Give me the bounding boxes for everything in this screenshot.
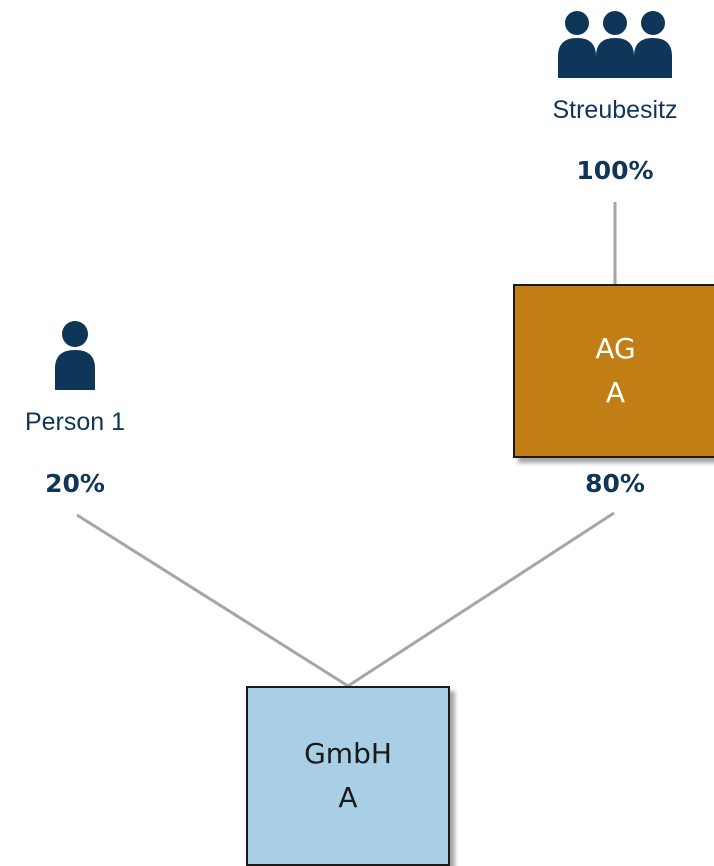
person-icon <box>55 321 95 390</box>
connector-person1-gmbh <box>76 513 349 688</box>
person1-share: 20% <box>45 469 105 498</box>
streubesitz-share: 100% <box>576 156 654 185</box>
ag-a-line1: AG <box>595 332 636 365</box>
ag-a-share: 80% <box>585 469 645 498</box>
person1-label: Person 1 <box>24 408 126 436</box>
company-box-gmbh-a: GmbH A <box>246 686 450 866</box>
gmbh-a-line2: A <box>338 781 358 814</box>
streubesitz-label: Streubesitz <box>552 96 678 124</box>
ag-a-line2: A <box>605 376 626 409</box>
gmbh-a-line1: GmbH <box>304 737 392 770</box>
company-box-ag-a: AG A <box>513 284 714 458</box>
connector-ag-gmbh <box>347 511 615 688</box>
group-icon <box>558 11 672 78</box>
